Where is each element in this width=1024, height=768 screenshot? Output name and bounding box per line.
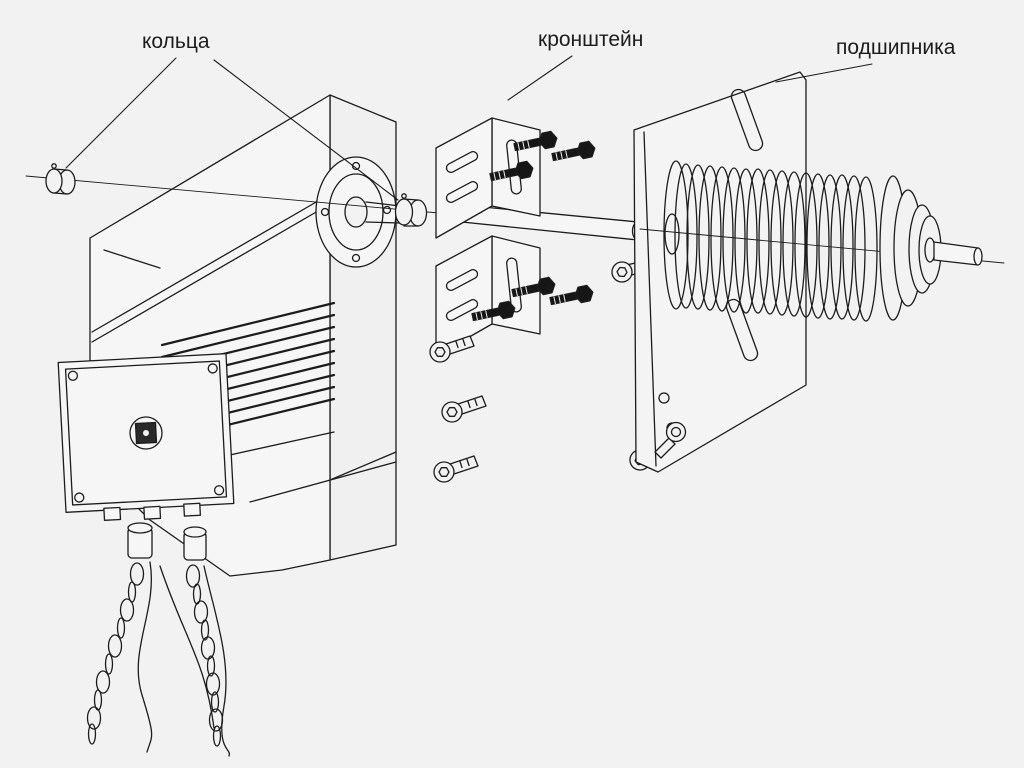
motor-housing [91, 193, 397, 503]
cable-glands [127, 522, 207, 561]
leader-lines [65, 55, 873, 201]
eye-bolt [654, 421, 687, 459]
drawing [25, 55, 1005, 757]
leader-line-rings-right [213, 59, 399, 201]
leader-line-bearing [775, 63, 873, 83]
ring-left [45, 163, 76, 195]
label-bearing: подшипника [836, 36, 956, 59]
junction-box [57, 353, 235, 521]
spring-end-cap [879, 175, 942, 321]
leader-line-bracket [507, 55, 573, 101]
output-shaft-stub [933, 241, 983, 266]
cables [137, 561, 230, 757]
torsion-spring [663, 160, 878, 322]
label-rings: кольца [142, 30, 210, 53]
axis-centerline-left [25, 175, 451, 215]
chain-left [86, 562, 145, 745]
motor-unit [57, 94, 401, 757]
leader-line-rings-left [65, 57, 177, 169]
chain-right [185, 564, 224, 747]
drive-collar [129, 416, 163, 450]
ring-right [394, 193, 428, 227]
label-bracket: кронштейн [538, 28, 644, 51]
mounting-flange [315, 156, 401, 268]
